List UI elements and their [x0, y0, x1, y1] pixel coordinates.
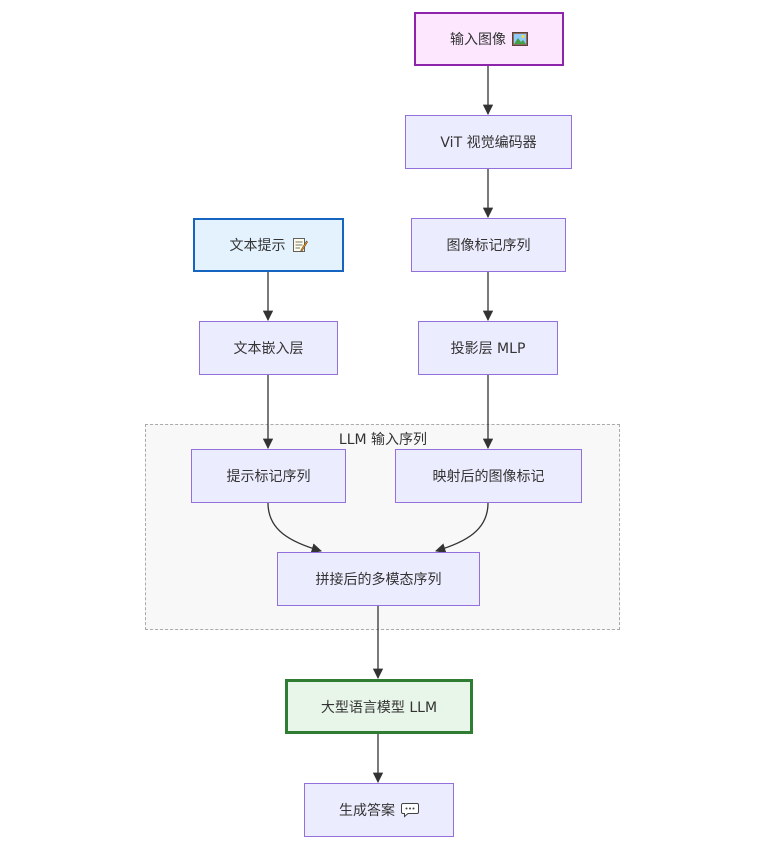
- memo-icon: [292, 237, 308, 253]
- edge-mapped-tokens-to-concat: [435, 502, 489, 554]
- prompt-tokens-label: 提示标记序列: [226, 469, 311, 485]
- projection-label: 投影层 MLP: [450, 341, 526, 357]
- edge-prompt-tokens-to-concat: [267, 502, 322, 554]
- llm-node: 大型语言模型 LLM: [285, 679, 473, 734]
- prompt-tokens-node: 提示标记序列: [191, 449, 346, 503]
- vit-encoder-label: ViT 视觉编码器: [440, 135, 537, 151]
- concat-sequence-node: 拼接后的多模态序列: [277, 552, 480, 606]
- text-prompt-node: 文本提示: [193, 218, 344, 272]
- vit-encoder-node: ViT 视觉编码器: [405, 115, 572, 169]
- mapped-image-tokens-node: 映射后的图像标记: [395, 449, 582, 503]
- llm-label: 大型语言模型 LLM: [320, 699, 438, 716]
- mapped-image-tokens-label: 映射后的图像标记: [432, 469, 545, 485]
- answer-node: 生成答案: [304, 783, 454, 837]
- image-tokens-node: 图像标记序列: [411, 218, 566, 272]
- text-prompt-label: 文本提示: [229, 238, 286, 254]
- speech-bubble-icon: [401, 802, 419, 818]
- text-embedding-label: 文本嵌入层: [233, 341, 304, 357]
- concat-sequence-label: 拼接后的多模态序列: [315, 572, 442, 588]
- group-title: LLM 输入序列: [338, 432, 428, 448]
- input-image-label: 输入图像: [450, 32, 506, 48]
- framed-picture-icon: [512, 32, 528, 46]
- answer-label: 生成答案: [339, 803, 395, 819]
- input-image-node: 输入图像: [414, 12, 564, 66]
- image-tokens-label: 图像标记序列: [446, 238, 531, 254]
- text-embedding-node: 文本嵌入层: [199, 321, 338, 375]
- projection-node: 投影层 MLP: [418, 321, 558, 375]
